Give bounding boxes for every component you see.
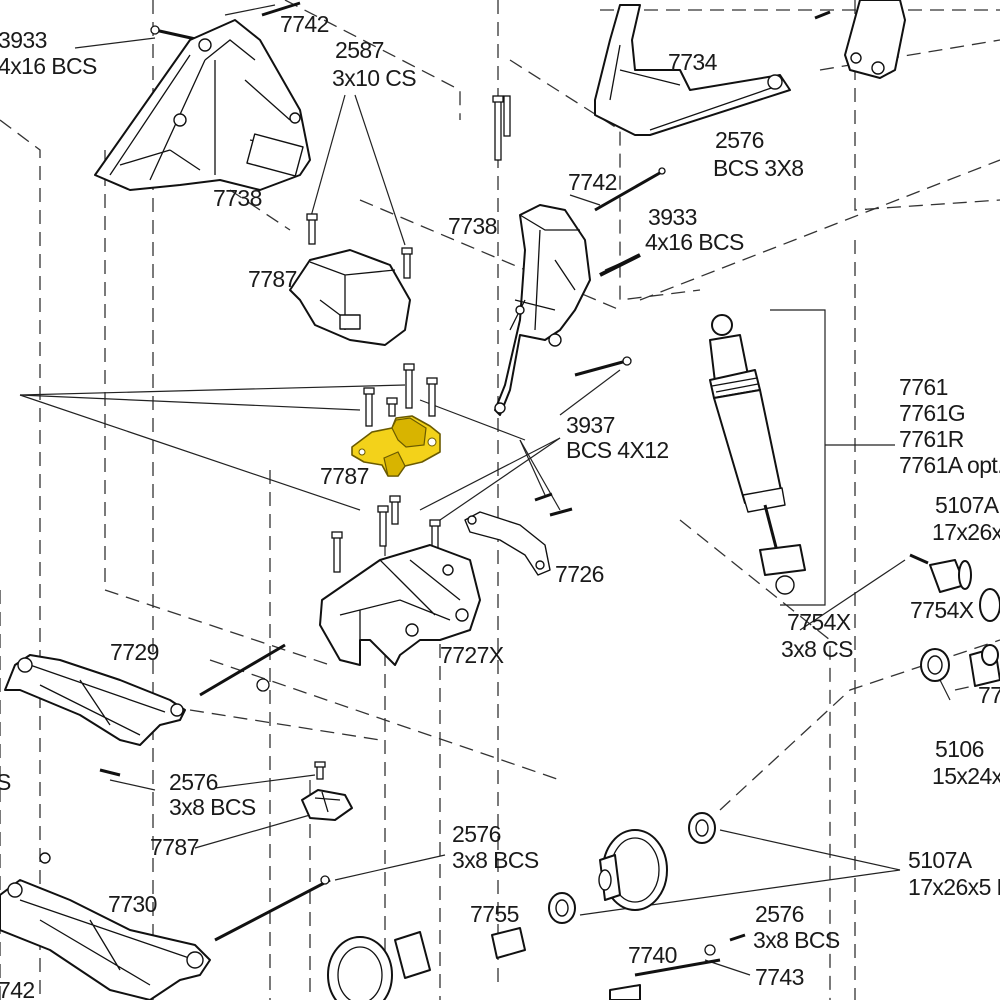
chassis-bulkhead-7727X — [319, 544, 481, 666]
label-7738-b: 7738 — [448, 213, 497, 239]
screw-7729-pin — [199, 643, 286, 697]
label-7755: 7755 — [470, 901, 519, 927]
spur-gear — [598, 829, 668, 911]
outdrive-77-right — [969, 644, 1000, 687]
outdrive-7754x — [929, 559, 972, 593]
label-7738-a: 7738 — [213, 185, 262, 211]
bearing-5106 — [920, 648, 950, 682]
label-7726: 7726 — [555, 561, 604, 587]
label-7761r: 7761R — [899, 426, 964, 452]
part-labels: 3933 4x16 BCS 7742 2587 3x10 CS 7734 257… — [0, 11, 1000, 1000]
pin-7743 — [609, 984, 641, 1000]
gear-cover-7787-upper — [289, 249, 411, 346]
label-7730: 7730 — [108, 891, 157, 917]
label-3933-a: 3933 — [0, 27, 47, 53]
screw-7742-top — [261, 1, 301, 17]
screw-7754x — [909, 553, 929, 565]
bulkhead-plate-7726 — [464, 511, 551, 576]
label-edge-s: S — [0, 769, 11, 795]
screw-3937 — [534, 356, 632, 517]
label-7734: 7734 — [668, 49, 718, 75]
label-3933-a-sub: 4x16 BCS — [0, 53, 97, 79]
label-3933-b-sub: 4x16 BCS — [645, 229, 744, 255]
suspension-arm-7734 — [594, 4, 791, 136]
label-2576-d-sub: 3x8 BCS — [753, 927, 840, 953]
highlighted-part-7787[interactable] — [351, 415, 441, 477]
label-7787-b: 7787 — [320, 463, 369, 489]
label-2587: 2587 — [335, 37, 384, 63]
label-2576-c-sub: 3x8 BCS — [452, 847, 539, 873]
label-7787-c: 7787 — [150, 834, 199, 860]
label-3937: 3937 — [566, 412, 615, 438]
label-7742-b: 7742 — [568, 169, 617, 195]
label-7742-a: 7742 — [280, 11, 329, 37]
screw-top-right — [814, 10, 831, 20]
diff-gear-bottom — [327, 931, 431, 1000]
label-77: 77 — [978, 682, 1000, 708]
arm-fragment-top-right — [844, 0, 906, 79]
screw-vertical-center — [492, 95, 511, 161]
label-3933-b: 3933 — [648, 204, 697, 230]
screws-upper-row — [363, 363, 438, 427]
screw-2576-bottom — [704, 933, 746, 956]
screw-7730-pin — [214, 875, 331, 942]
screw-7742-mid — [594, 167, 666, 212]
label-5107a-a: 5107A — [935, 492, 1000, 518]
label-7754x-b: 7754X — [787, 609, 851, 635]
screw-7740-pin — [634, 958, 721, 977]
bearing-5107a-upper — [979, 588, 1000, 622]
label-2576-a-sub: BCS 3X8 — [713, 155, 803, 181]
mount-7787-lower — [301, 789, 353, 821]
shock-absorber-7761 — [709, 314, 806, 595]
label-2576-c: 2576 — [452, 821, 501, 847]
label-742: 742 — [0, 977, 35, 1000]
fastener-screws — [99, 1, 929, 977]
lower-arm-7729 — [4, 654, 186, 746]
label-7740: 7740 — [628, 942, 677, 968]
label-2576-b-sub: 3x8 BCS — [169, 794, 256, 820]
label-7761: 7761 — [899, 374, 948, 400]
drivetrain-parts — [327, 559, 1000, 1000]
screw-2587-left — [306, 213, 318, 245]
screw-2576-lower — [99, 761, 326, 780]
label-7787-a: 7787 — [248, 266, 297, 292]
label-2576-a: 2576 — [715, 127, 764, 153]
bearing-5107a-lower — [548, 812, 716, 924]
label-7761g: 7761G — [899, 400, 965, 426]
label-2576-d: 2576 — [755, 901, 804, 927]
label-7727x: 7727X — [440, 642, 504, 668]
label-7754x-a: 7754X — [910, 597, 974, 623]
screw-3933-mid — [599, 253, 641, 277]
label-5106-sub: 15x24x5 — [932, 763, 1000, 789]
lower-arm-7730 — [0, 852, 211, 1000]
label-3937-sub: BCS 4X12 — [566, 437, 669, 463]
label-5107a-b: 5107A — [908, 847, 973, 873]
label-5106: 5106 — [935, 736, 984, 762]
label-7743: 7743 — [755, 964, 804, 990]
shock-tower-7738-left — [94, 19, 311, 191]
shock-tower-7738-center — [494, 204, 591, 416]
label-7729: 7729 — [110, 639, 159, 665]
label-2587-sub: 3x10 CS — [332, 65, 416, 91]
screw-2587-right — [401, 247, 413, 279]
label-7754x-b-sub: 3x8 CS — [781, 636, 853, 662]
label-5107a-a-sub: 17x26x5 — [932, 519, 1000, 545]
label-2576-b: 2576 — [169, 769, 218, 795]
label-5107a-b-sub: 17x26x5 BE — [908, 874, 1000, 900]
shaft-7755 — [491, 927, 526, 959]
label-7761a: 7761A opt. — [899, 452, 1000, 478]
